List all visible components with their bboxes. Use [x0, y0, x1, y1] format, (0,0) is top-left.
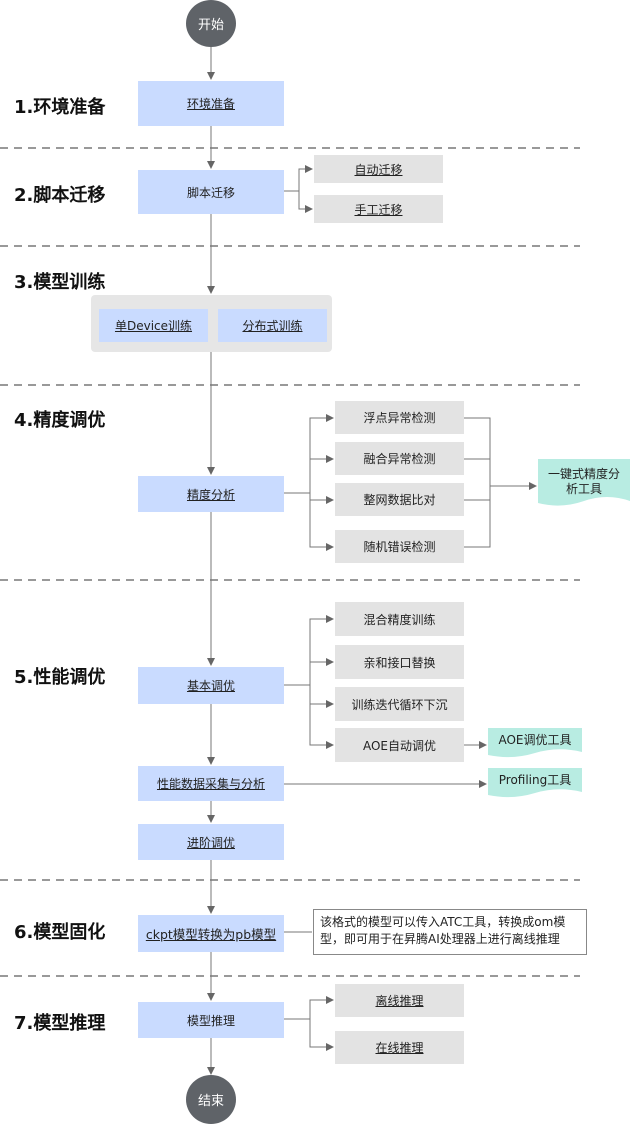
- start-label: 开始: [197, 18, 224, 33]
- auto-migrate-node[interactable]: 自动迁移: [314, 155, 443, 183]
- precision-item-fusion: 融合异常检测: [335, 442, 464, 475]
- perf-item-aoe: AOE自动调优: [335, 728, 464, 762]
- perf-item-mixed: 混合精度训练: [335, 602, 464, 636]
- manual-migrate-node[interactable]: 手工迁移: [314, 195, 443, 223]
- basic-tuning-node[interactable]: 基本调优: [138, 667, 284, 704]
- stage-dividers: [0, 147, 580, 977]
- stage-label-train: 3.模型训练: [14, 272, 106, 293]
- aoe-tool-doc: AOE调优工具: [488, 728, 582, 758]
- precision-item-random: 随机错误检测: [335, 530, 464, 563]
- end-node: 结束: [186, 1075, 236, 1124]
- stage-label-migrate: 2.脚本迁移: [14, 185, 106, 206]
- start-node: 开始: [186, 0, 236, 47]
- precision-item-float: 浮点异常检测: [335, 401, 464, 434]
- single-device-train-node[interactable]: 单Device训练: [99, 309, 208, 342]
- env-prep-node[interactable]: 环境准备: [138, 81, 284, 126]
- aoe-tool-label: AOE调优工具: [498, 732, 572, 747]
- stage-label-env: 1.环境准备: [14, 97, 106, 118]
- profiling-tool-doc: Profiling工具: [488, 768, 582, 798]
- script-migrate-node: 脚本迁移: [138, 170, 284, 214]
- offline-infer-node[interactable]: 离线推理: [335, 984, 464, 1017]
- stage-label-precision: 4.精度调优: [14, 410, 106, 431]
- precision-tool-label: 一键式精度分析工具: [547, 467, 620, 496]
- model-infer-node: 模型推理: [138, 1002, 284, 1038]
- advanced-tuning-node[interactable]: 进阶调优: [138, 824, 284, 860]
- perf-item-affinity: 亲和接口替换: [335, 645, 464, 679]
- stage-label-infer: 7.模型推理: [14, 1013, 106, 1034]
- precision-analysis-node[interactable]: 精度分析: [138, 476, 284, 512]
- distributed-train-node[interactable]: 分布式训练: [218, 309, 327, 342]
- perf-collect-node[interactable]: 性能数据采集与分析: [138, 766, 284, 801]
- end-label: 结束: [197, 1094, 224, 1109]
- stage-label-freeze: 6.模型固化: [14, 922, 106, 943]
- stage-label-perf: 5.性能调优: [14, 667, 106, 688]
- precision-item-compare: 整网数据比对: [335, 483, 464, 516]
- online-infer-node[interactable]: 在线推理: [335, 1031, 464, 1064]
- ckpt-to-pb-node[interactable]: ckpt模型转换为pb模型: [138, 915, 284, 952]
- profiling-tool-label: Profiling工具: [498, 772, 572, 787]
- precision-tool-doc: 一键式精度分析工具: [538, 459, 630, 509]
- freeze-note: 该格式的模型可以传入ATC工具，转换成om模型，即可用于在昇腾AI处理器上进行离…: [313, 909, 587, 955]
- perf-item-loop: 训练迭代循环下沉: [335, 687, 464, 721]
